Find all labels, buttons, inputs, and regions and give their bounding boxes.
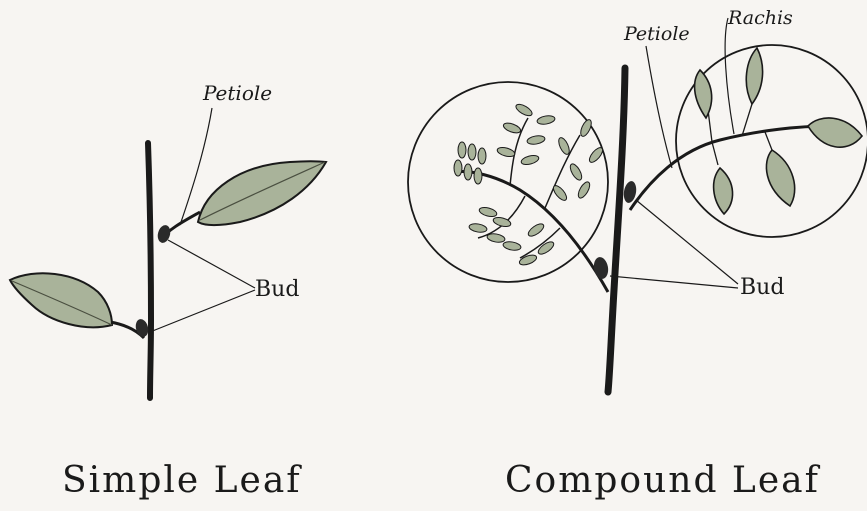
simple-bud-label: Bud xyxy=(255,277,299,302)
compound-leaf-drawing xyxy=(408,18,867,392)
simple-leaf-drawing xyxy=(10,108,326,398)
compound-right-leaflets xyxy=(695,48,862,214)
simple-leaf-lower-bud xyxy=(134,318,150,338)
compound-leaf-stem xyxy=(608,68,625,392)
compound-rachis-leader-line xyxy=(725,18,734,134)
compound-right-stalk-2 xyxy=(742,104,752,136)
compound-bud-leader-line-lower xyxy=(610,276,738,288)
compound-right-stalk-4 xyxy=(765,132,772,150)
compound-left-leaflets xyxy=(454,102,605,267)
compound-bud-label: Bud xyxy=(740,275,784,300)
compound-petiole-label: Petiole xyxy=(623,23,690,45)
compound-leaf-caption: Compound Leaf xyxy=(505,460,821,501)
compound-right-stalk-3 xyxy=(712,142,718,165)
simple-petiole-label: Petiole xyxy=(202,81,272,105)
simple-leaf-caption: Simple Leaf xyxy=(62,460,302,501)
compound-rachis-label: Rachis xyxy=(727,7,793,29)
simple-bud-leader-line-lower xyxy=(150,290,255,332)
compound-right-stalk-1 xyxy=(708,110,712,142)
simple-leaf-stem xyxy=(148,143,151,398)
compound-petiole-leader-line xyxy=(646,46,672,168)
compound-lower-bud xyxy=(592,256,610,280)
simple-leaf-lower-blade xyxy=(10,273,112,327)
simple-bud-leader-line-upper xyxy=(168,240,255,288)
